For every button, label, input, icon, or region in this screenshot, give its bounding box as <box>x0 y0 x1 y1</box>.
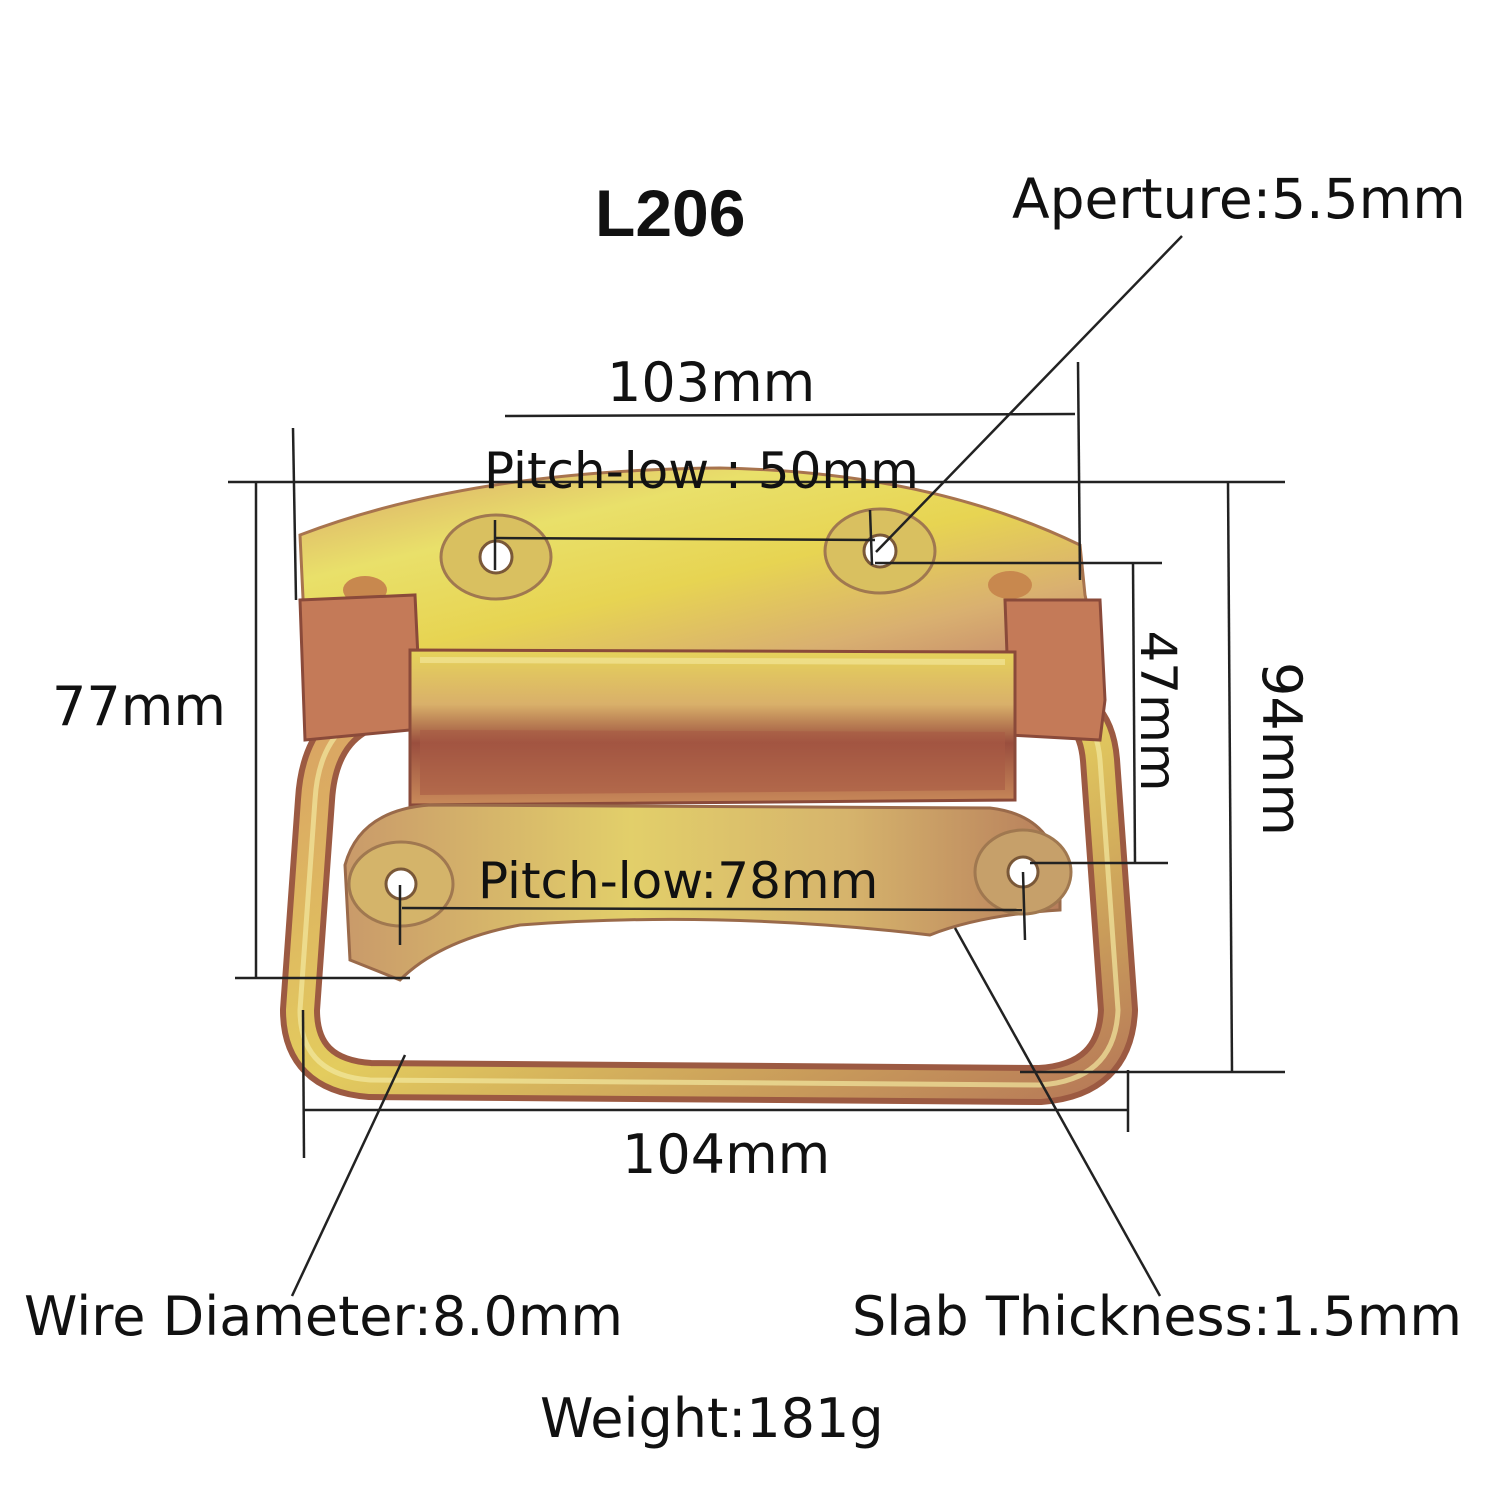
pitch-bottom-label: Pitch-low:78mm <box>478 852 879 910</box>
top-plate <box>298 466 1097 657</box>
dimension-lines <box>228 235 1285 1297</box>
width-bottom-label: 104mm <box>622 1123 831 1186</box>
grip-bar <box>408 648 1017 807</box>
height-total-label: 94mm <box>1250 662 1313 836</box>
bottom-plate <box>343 803 1073 982</box>
hinge-brackets <box>298 593 1107 742</box>
slab-thickness-label: Slab Thickness:1.5mm <box>852 1285 1462 1348</box>
height-left-label: 77mm <box>52 675 226 738</box>
width-top-label: 103mm <box>607 351 816 414</box>
aperture-label: Aperture:5.5mm <box>1012 167 1466 231</box>
pitch-top-label: Pitch-low : 50mm <box>484 442 919 500</box>
product-model-title: L206 <box>595 176 746 250</box>
height-inner-label: 47mm <box>1129 630 1187 792</box>
wire-diameter-label: Wire Diameter:8.0mm <box>24 1285 624 1348</box>
weight-label: Weight:181g <box>540 1387 884 1450</box>
